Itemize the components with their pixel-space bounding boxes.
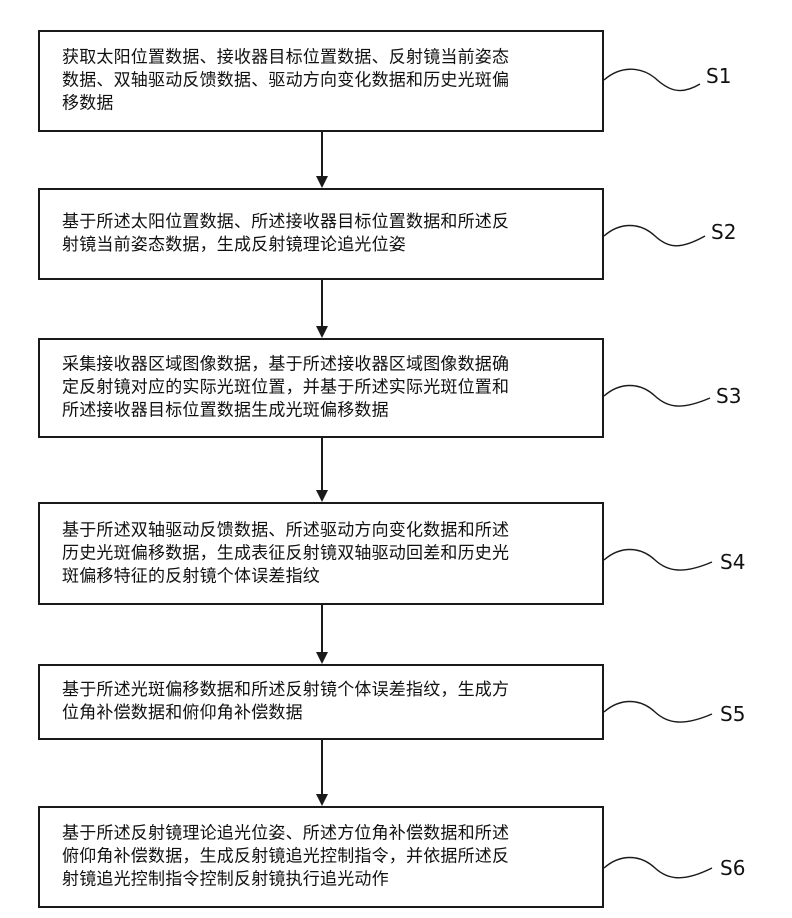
step-line: 位角补偿数据和俯仰角补偿数据 [62,702,588,725]
step-line: 数据、双轴驱动反馈数据、驱动方向变化数据和历史光斑偏 [62,70,588,93]
step-box-s1: 获取太阳位置数据、接收器目标位置数据、反射镜当前姿态 数据、双轴驱动反馈数据、驱… [38,30,604,132]
step-line: 射镜当前姿态数据，生成反射镜理论追光位姿 [62,234,588,257]
step-line: 俯仰角补偿数据，生成反射镜追光控制指令，并依据所述反 [62,846,588,869]
step-text-s6: 基于所述反射镜理论追光位姿、所述方位角补偿数据和所述 俯仰角补偿数据，生成反射镜… [62,823,588,892]
step-line: 基于所述太阳位置数据、所述接收器目标位置数据和所述反 [62,211,588,234]
step-box-s2: 基于所述太阳位置数据、所述接收器目标位置数据和所述反 射镜当前姿态数据，生成反射… [38,188,604,280]
step-label-s4: S4 [720,550,745,574]
leader-s1 [604,69,700,90]
step-text-s5: 基于所述光斑偏移数据和所述反射镜个体误差指纹，生成方 位角补偿数据和俯仰角补偿数… [62,679,588,725]
step-line: 采集接收器区域图像数据，基于所述接收器区域图像数据确 [62,354,588,377]
step-box-s4: 基于所述双轴驱动反馈数据、所述驱动方向变化数据和所述 历史光斑偏移数据，生成表征… [38,502,604,605]
step-box-s6: 基于所述反射镜理论追光位姿、所述方位角补偿数据和所述 俯仰角补偿数据，生成反射镜… [38,806,604,908]
step-label-s2: S2 [711,220,736,244]
leader-s3 [604,386,710,407]
step-label-s3: S3 [716,384,741,408]
step-label-s6: S6 [720,856,745,880]
step-line: 斑偏移特征的反射镜个体误差指纹 [62,565,588,588]
step-line: 获取太阳位置数据、接收器目标位置数据、反射镜当前姿态 [62,47,588,70]
step-box-s5: 基于所述光斑偏移数据和所述反射镜个体误差指纹，生成方 位角补偿数据和俯仰角补偿数… [38,664,604,740]
step-label-s5: S5 [720,702,745,726]
step-text-s3: 采集接收器区域图像数据，基于所述接收器区域图像数据确 定反射镜对应的实际光斑位置… [62,354,588,423]
step-text-s4: 基于所述双轴驱动反馈数据、所述驱动方向变化数据和所述 历史光斑偏移数据，生成表征… [62,519,588,588]
step-text-s1: 获取太阳位置数据、接收器目标位置数据、反射镜当前姿态 数据、双轴驱动反馈数据、驱… [62,47,588,116]
step-line: 基于所述反射镜理论追光位姿、所述方位角补偿数据和所述 [62,823,588,846]
step-line: 所述接收器目标位置数据生成光斑偏移数据 [62,400,588,423]
step-text-s2: 基于所述太阳位置数据、所述接收器目标位置数据和所述反 射镜当前姿态数据，生成反射… [62,211,588,257]
leader-s2 [604,226,705,246]
step-line: 定反射镜对应的实际光斑位置，并基于所述实际光斑位置和 [62,377,588,400]
step-label-s1: S1 [706,64,731,88]
leader-s4 [604,550,712,571]
step-line: 移数据 [62,93,588,116]
step-line: 射镜追光控制指令控制反射镜执行追光动作 [62,869,588,892]
step-line: 基于所述光斑偏移数据和所述反射镜个体误差指纹，生成方 [62,679,588,702]
step-line: 基于所述双轴驱动反馈数据、所述驱动方向变化数据和所述 [62,519,588,542]
step-line: 历史光斑偏移数据，生成表征反射镜双轴驱动回差和历史光 [62,542,588,565]
leader-s6 [604,858,712,878]
leader-s5 [604,702,712,723]
step-box-s3: 采集接收器区域图像数据，基于所述接收器区域图像数据确 定反射镜对应的实际光斑位置… [38,338,604,438]
